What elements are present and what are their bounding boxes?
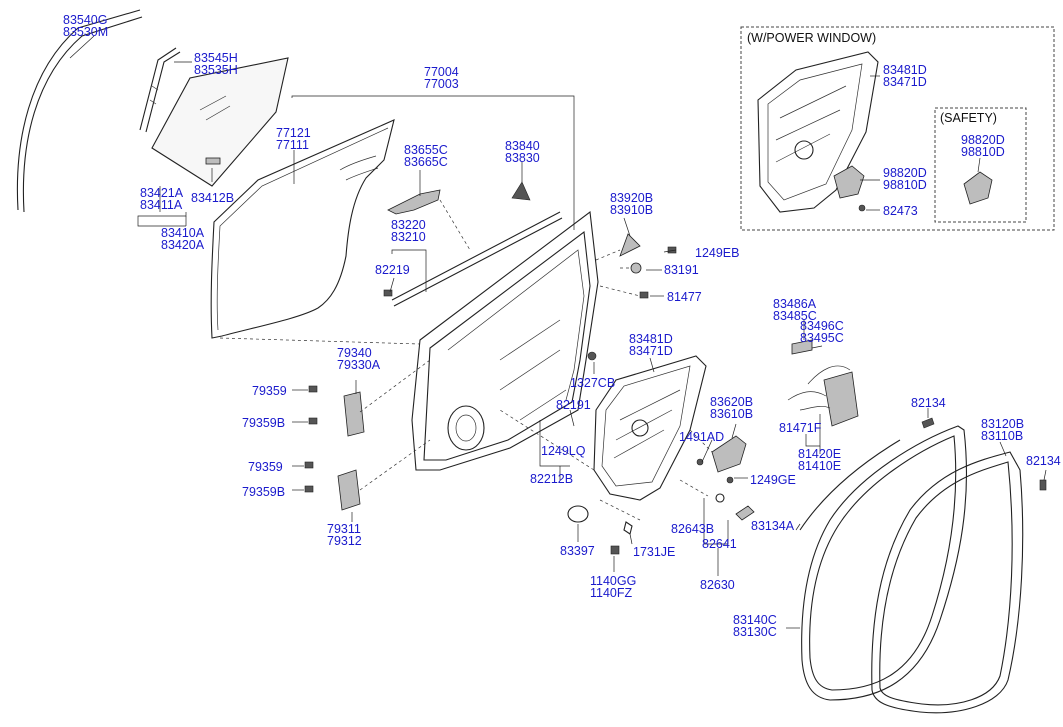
weatherstrip-clip-part: [921, 417, 935, 429]
safety-box: [934, 107, 1027, 223]
power-motor-part: [833, 165, 865, 199]
part-label-79359-a[interactable]: 79359: [252, 384, 287, 398]
handle-knob-part: [735, 505, 755, 521]
part-label-82641[interactable]: 82641: [702, 537, 737, 551]
part-label-82134-b[interactable]: 82134: [1026, 454, 1061, 468]
part-label-81477[interactable]: 81477: [667, 290, 702, 304]
handle-bracket-part: [387, 189, 441, 215]
part-label-1249ge[interactable]: 1249GE: [750, 473, 796, 487]
delta-cover-part: [511, 181, 531, 201]
part-label-82212b[interactable]: 82212B: [530, 472, 574, 486]
center-channel-part: [139, 47, 181, 133]
bolts-part: [304, 246, 734, 555]
part-label-1249eb[interactable]: 1249EB: [695, 246, 740, 260]
belt-weatherstrip-part: [391, 211, 563, 307]
part-label-82191[interactable]: 82191: [556, 398, 591, 412]
part-label-1731je[interactable]: 1731JE: [633, 545, 676, 559]
part-label-79359b-b[interactable]: 79359B: [242, 485, 286, 499]
glass-clip-part: [205, 157, 221, 165]
door-glass-part: [151, 57, 289, 187]
door-latch-part: [787, 339, 859, 427]
inner-door-frame-part: [411, 210, 599, 471]
outer-door-panel-part: [210, 119, 395, 339]
inside-handle-part: [711, 435, 747, 473]
corner-garnish-part: [619, 233, 641, 257]
part-label-82473[interactable]: 82473: [883, 204, 918, 218]
part-label-1491ad[interactable]: 1491AD: [679, 430, 725, 444]
weatherstrip-clip-b-part: [1039, 479, 1047, 491]
part-label-1249lq[interactable]: 1249LQ: [541, 444, 586, 458]
part-label-82134-a[interactable]: 82134: [911, 396, 946, 410]
part-label-1327cb[interactable]: 1327CB: [570, 376, 616, 390]
part-label-82643b[interactable]: 82643B: [671, 522, 715, 536]
door-side-weatherstrip-part: [871, 451, 1024, 714]
part-label-79359-b[interactable]: 79359: [248, 460, 283, 474]
part-label-83191[interactable]: 83191: [664, 263, 699, 277]
part-label-83397[interactable]: 83397: [560, 544, 595, 558]
part-label-79359b-a[interactable]: 79359B: [242, 416, 286, 430]
power-screw-part: [858, 204, 866, 212]
clip-part: [623, 521, 633, 535]
door-hinge-lower-part: [337, 469, 361, 511]
part-label-83412b[interactable]: 83412B: [191, 191, 235, 205]
leader-lines: [69, 35, 1047, 629]
assembly-dashed-lines: [219, 199, 713, 521]
part-label-82219[interactable]: 82219: [375, 263, 410, 277]
power-window-box-title: (W/POWER WINDOW): [747, 31, 877, 45]
part-label-82630[interactable]: 82630: [700, 578, 735, 592]
hole-plug-part: [567, 505, 589, 523]
part-label-81471f[interactable]: 81471F: [779, 421, 822, 435]
glass-run-channel-part: [16, 9, 143, 213]
door-opening-weatherstrip-part: [801, 425, 968, 701]
safety-motor-part: [963, 171, 993, 205]
safety-box-title: (SAFETY): [940, 111, 997, 125]
window-regulator-part: [593, 355, 707, 501]
power-window-box: [740, 26, 1055, 231]
part-label-83134a[interactable]: 83134A: [751, 519, 795, 533]
power-regulator-part: [757, 51, 879, 213]
handle-washer-part: [715, 493, 725, 503]
weatherstrip-a-part: [799, 439, 901, 531]
door-hinge-upper-part: [343, 391, 365, 437]
